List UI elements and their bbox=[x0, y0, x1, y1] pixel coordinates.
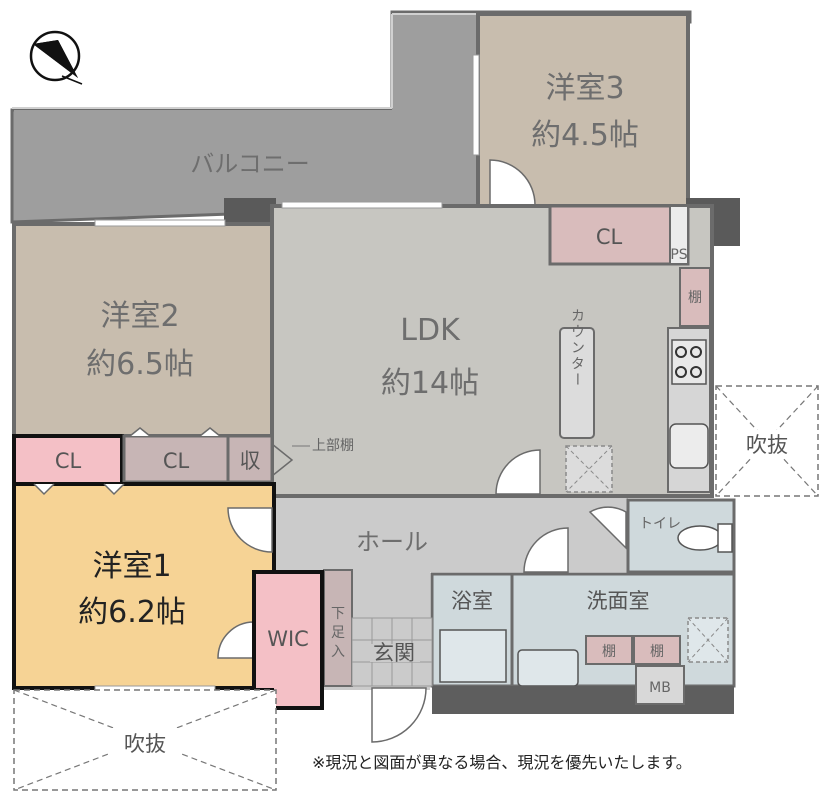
storage-shu-label: 収 bbox=[240, 449, 261, 473]
void-right bbox=[715, 385, 819, 497]
door-wic bbox=[217, 621, 255, 659]
balcony bbox=[10, 10, 692, 224]
bathtub bbox=[439, 629, 507, 683]
washroom-label: 洗面室 bbox=[587, 589, 650, 613]
meter-box-text: MB bbox=[649, 680, 671, 696]
closet-room1 bbox=[12, 434, 124, 486]
counter-bar-label: カウンター bbox=[569, 308, 585, 388]
kitchen-shelf bbox=[679, 267, 711, 327]
door-entrance bbox=[371, 687, 427, 743]
closet-room2-doors bbox=[129, 427, 221, 437]
genkan-label: 玄関 bbox=[373, 641, 415, 665]
burner-4 bbox=[690, 366, 702, 378]
disclaimer-note: ※現況と図面が異なる場合、現況を優先いたします。 bbox=[312, 753, 692, 772]
room-yoshitsu3-size: 約4.5帖 bbox=[531, 118, 639, 153]
void-bottom bbox=[13, 689, 277, 791]
room-yoshitsu2-size: 約6.5帖 bbox=[86, 347, 194, 382]
wash-basin bbox=[517, 649, 579, 687]
compass-icon bbox=[29, 30, 83, 85]
void-bottom-label: 吹抜 bbox=[124, 732, 166, 756]
window-yoshitsu3 bbox=[472, 54, 480, 156]
wic bbox=[252, 570, 324, 710]
void-right-label: 吹抜 bbox=[746, 433, 788, 457]
storage-shu bbox=[226, 434, 274, 484]
ps-text: PS bbox=[670, 247, 687, 263]
hall bbox=[274, 498, 628, 572]
door-yoshitsu3 bbox=[489, 159, 536, 206]
upper-shelf-label: 上部棚 bbox=[312, 438, 354, 454]
closet-room2-label: CL bbox=[163, 449, 190, 473]
door-shu bbox=[271, 443, 294, 477]
toilet-bowl bbox=[677, 525, 723, 551]
kitchen-sink bbox=[669, 423, 709, 469]
bathroom-label: 浴室 bbox=[451, 589, 493, 613]
shoe-closet-label-1: 下 bbox=[331, 606, 345, 622]
door-yoshitsu1-top bbox=[227, 507, 273, 553]
shelf-1 bbox=[585, 635, 633, 665]
kitchen-shelf-label: 棚 bbox=[688, 290, 702, 306]
shoe-closet-label-2: 足 bbox=[331, 625, 345, 641]
room-yoshitsu3-name: 洋室3 bbox=[545, 71, 624, 106]
shelf-1-label: 棚 bbox=[602, 644, 616, 660]
toilet-label: トイレ bbox=[639, 516, 681, 532]
window-ldk bbox=[281, 201, 443, 209]
room-ldk-size: 約14帖 bbox=[381, 366, 479, 401]
door-hall-bath bbox=[523, 527, 569, 573]
shelf-2 bbox=[633, 635, 681, 665]
balcony-label: バルコニー bbox=[190, 150, 310, 178]
room-yoshitsu1-name: 洋室1 bbox=[92, 549, 171, 584]
toilet-tank bbox=[717, 523, 733, 553]
burner-1 bbox=[675, 346, 687, 358]
burner-2 bbox=[690, 346, 702, 358]
counter-bar bbox=[559, 327, 595, 439]
closet-room1-doors bbox=[33, 483, 125, 496]
room-ldk-name: LDK bbox=[400, 313, 461, 348]
hall-label: ホール bbox=[356, 528, 428, 556]
room-yoshitsu2-name: 洋室2 bbox=[100, 299, 179, 334]
burner-3 bbox=[675, 366, 687, 378]
shoe-closet-label-3: 入 bbox=[331, 644, 345, 660]
closet-room3-text: CL bbox=[596, 225, 623, 249]
closet-room1-label: CL bbox=[55, 449, 82, 473]
wall-strip-bottom bbox=[432, 686, 734, 714]
door-hall-toilet bbox=[588, 506, 627, 550]
window-yoshitsu2 bbox=[94, 219, 226, 227]
stove bbox=[671, 339, 707, 385]
wic-label: WIC bbox=[267, 627, 309, 651]
room-yoshitsu1-size: 約6.2帖 bbox=[78, 595, 186, 630]
shelf-2-label: 棚 bbox=[650, 644, 664, 660]
door-ldk bbox=[495, 449, 541, 495]
